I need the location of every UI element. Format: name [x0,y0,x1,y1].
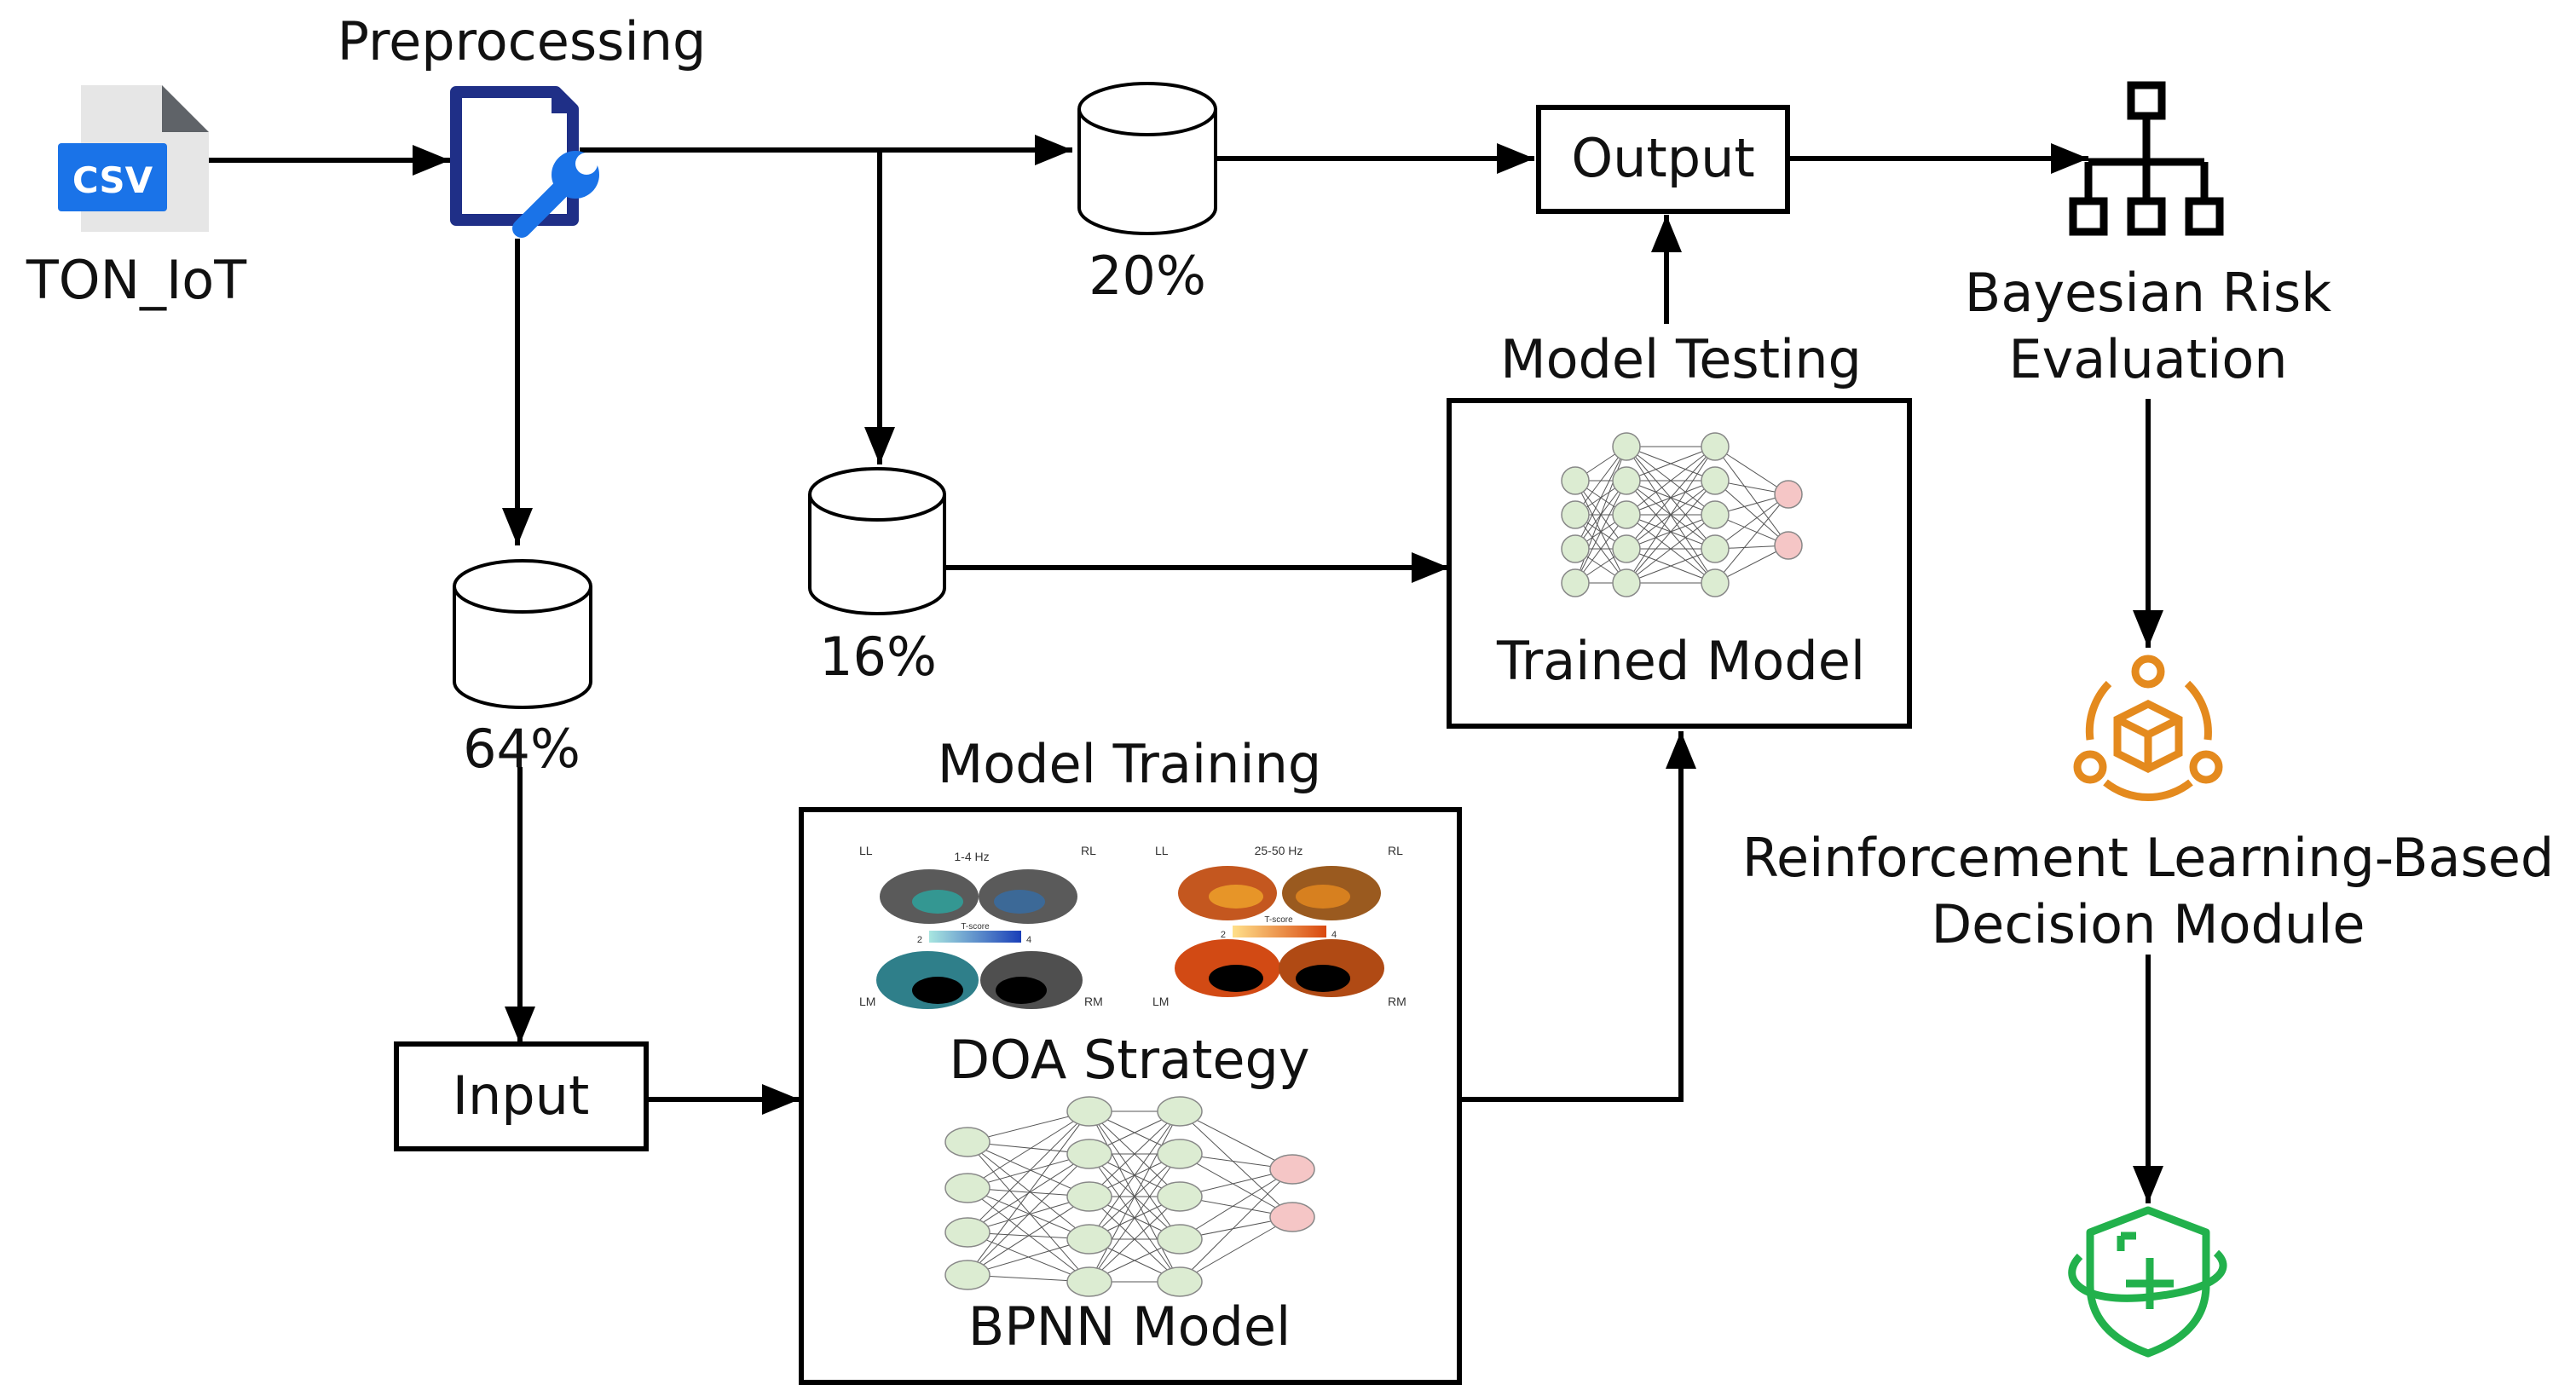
preprocessing-title: Preprocessing [338,10,707,72]
output-box [1536,105,1790,214]
neuron [944,1127,991,1157]
doa-strategy-label: DOA Strategy [949,1029,1309,1091]
neuron [1066,1181,1112,1212]
shield-plus-icon [2068,1206,2227,1358]
split-val-label: 16% [819,626,937,688]
neuron [1157,1224,1203,1255]
brain-right-corner-rm: RM [1388,995,1406,1008]
neuron [1612,568,1641,597]
bpnn-network [944,1096,1315,1297]
arrow-training-to-testing [1459,731,1696,1102]
neuron [1701,568,1730,597]
brain-right-band: 25-50 Hz [1255,844,1303,857]
brain-left-scale-label: T-score [961,922,990,932]
brain-left-scale-min: 2 [917,935,922,945]
brain-right-corner-rl: RL [1388,844,1403,857]
brain-right-scale-min: 2 [1221,930,1226,940]
brain-left-band: 1-4 Hz [954,850,989,863]
csv-file-icon: CSV [58,85,209,232]
rl-label-line1: Reinforcement Learning-Based [1742,827,2555,889]
rl-label-line2: Decision Module [1931,893,2365,955]
brain-right-scale-max: 4 [1331,930,1337,940]
brain-left-corner-lm: LM [859,995,875,1008]
neuron [1701,500,1730,529]
output-label: Output [1571,127,1754,189]
model-testing-box [1447,398,1912,729]
neuron [1701,432,1730,461]
brain-panel-low-frequency: LL RL 1-4 Hz T-score 2 4 LM RM [859,844,1103,1009]
output-neuron [1269,1154,1315,1185]
cube-cycle-icon [2073,655,2223,801]
brain-left-scale-max: 4 [1026,935,1031,945]
cylinder-64-percent [453,559,592,709]
csv-badge-text: CSV [72,159,153,201]
output-neuron [1269,1202,1315,1232]
brain-panel-high-frequency: LL RL 25-50 Hz T-score 2 4 LM RM [1152,844,1406,1008]
neuron [1701,534,1730,563]
brain-right-scale-label: T-score [1264,915,1293,925]
neuron [1157,1096,1203,1127]
brain-left-corner-rm: RM [1084,995,1103,1008]
neuron [944,1173,991,1203]
neuron [1066,1266,1112,1297]
bayesian-label-line2: Evaluation [2008,328,2287,390]
neuron [1612,466,1641,495]
neuron [1157,1181,1203,1212]
neuron [944,1217,991,1248]
neuron [1066,1224,1112,1255]
neuron [1561,500,1590,529]
split-test-label: 20% [1089,245,1206,307]
source-label: TON_IoT [26,249,247,311]
neuron [1561,466,1590,495]
trained-model-label: Trained Model [1496,630,1865,692]
neuron [1612,432,1641,461]
neuron [1066,1096,1112,1127]
hierarchy-tree-icon [2069,81,2224,236]
cylinder-20-percent [1077,82,1217,235]
brain-left-corner-rl: RL [1081,844,1096,857]
neuron [1157,1266,1203,1297]
split-train-label: 64% [463,718,580,780]
neuron [1066,1139,1112,1169]
input-label: Input [453,1064,590,1127]
bpnn-model-label: BPNN Model [968,1295,1291,1358]
neuron [944,1260,991,1290]
brain-right-corner-ll: LL [1155,844,1169,857]
neuron [1701,466,1730,495]
brain-left-corner-ll: LL [859,844,873,857]
trained-model-network [1561,432,1803,597]
output-neuron [1774,531,1803,560]
neuron [1561,534,1590,563]
output-neuron [1774,480,1803,509]
input-box [394,1041,649,1151]
document-wrench-icon [450,86,599,238]
neuron [1561,568,1590,597]
brain-right-corner-lm: LM [1152,995,1169,1008]
neuron [1157,1139,1203,1169]
cylinder-16-percent [808,467,946,615]
neuron [1612,500,1641,529]
connectors [209,135,2163,1203]
model-training-title: Model Training [938,733,1322,795]
model-testing-title: Model Testing [1500,328,1862,390]
bayesian-label-line1: Bayesian Risk [1965,262,2331,324]
neuron [1612,534,1641,563]
